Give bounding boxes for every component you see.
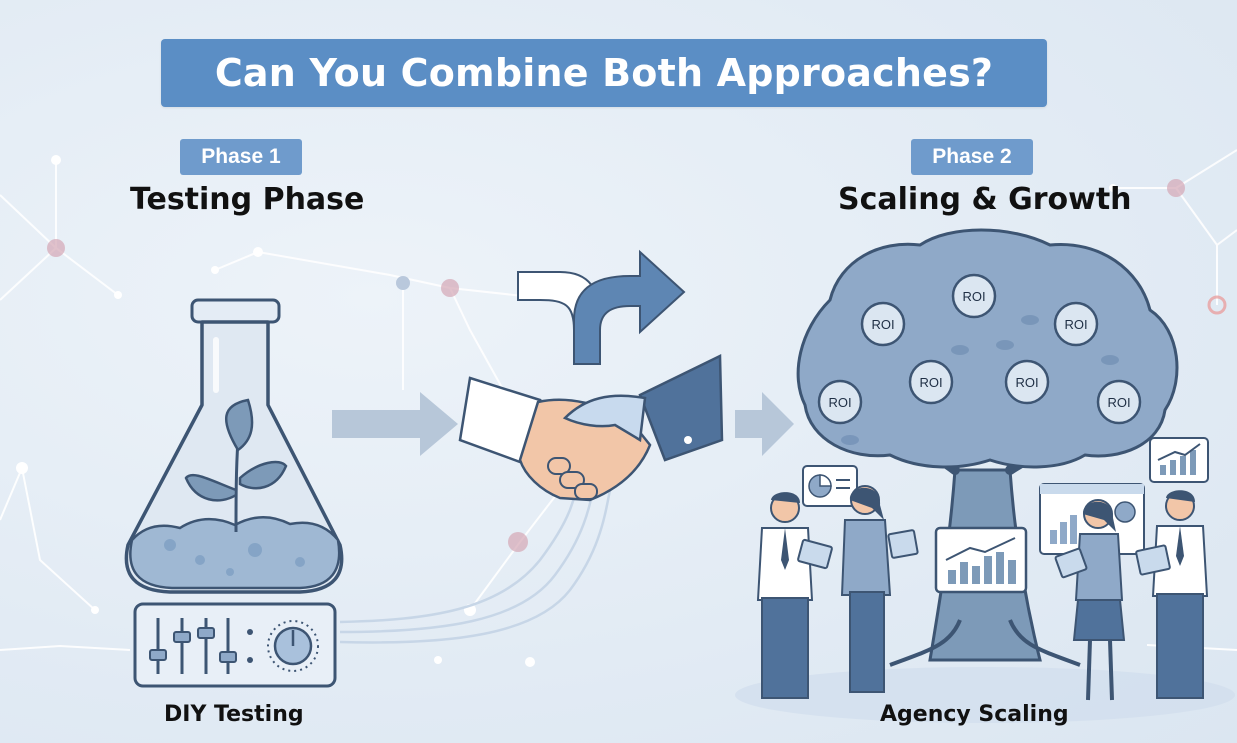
roi-badge: ROI: [817, 379, 863, 425]
roi-badge: ROI: [1096, 379, 1142, 425]
bar-chart-icon-2: [1149, 437, 1209, 483]
phase-1-tag-label: Phase 1: [201, 145, 281, 168]
handshake-icon: [458, 354, 724, 502]
control-panel-icon: [133, 602, 337, 688]
title-banner: Can You Combine Both Approaches?: [161, 39, 1047, 107]
person: [756, 492, 833, 699]
phase-1-label: DIY Testing: [164, 702, 304, 727]
phase-2-label: Agency Scaling: [880, 702, 1069, 727]
phase-2-heading: Scaling & Growth: [838, 182, 1132, 217]
roi-badge-label: ROI: [828, 395, 851, 410]
phase-2-tag-label: Phase 2: [932, 145, 1012, 168]
phase-1-heading: Testing Phase: [130, 182, 365, 217]
right-arrow-icon-2: [735, 392, 794, 456]
roi-badge: ROI: [951, 273, 997, 319]
person: [840, 485, 919, 693]
person: [1135, 490, 1209, 699]
roi-badge-label: ROI: [962, 289, 985, 304]
flask-icon: [124, 298, 344, 594]
roi-badge-label: ROI: [871, 317, 894, 332]
tree-icon: [796, 228, 1179, 667]
roi-badge-label: ROI: [1015, 375, 1038, 390]
roi-badge: ROI: [1004, 359, 1050, 405]
roi-badge: ROI: [908, 359, 954, 405]
roi-badge: ROI: [1053, 301, 1099, 347]
bar-chart-icon: [934, 526, 1028, 594]
curved-arrow-icon: [517, 249, 686, 365]
roi-badge-label: ROI: [1107, 395, 1130, 410]
roi-badge: ROI: [860, 301, 906, 347]
roi-badge-label: ROI: [1064, 317, 1087, 332]
phase-2-tag: Phase 2: [911, 139, 1033, 175]
right-arrow-icon: [332, 392, 458, 456]
roi-badge-label: ROI: [919, 375, 942, 390]
page-title: Can You Combine Both Approaches?: [214, 51, 994, 95]
person: [1054, 499, 1126, 701]
phase-1-tag: Phase 1: [180, 139, 302, 175]
sprout-icon: [184, 398, 288, 533]
pie-chart-icon: [802, 465, 858, 507]
people-icon: [756, 485, 1209, 701]
